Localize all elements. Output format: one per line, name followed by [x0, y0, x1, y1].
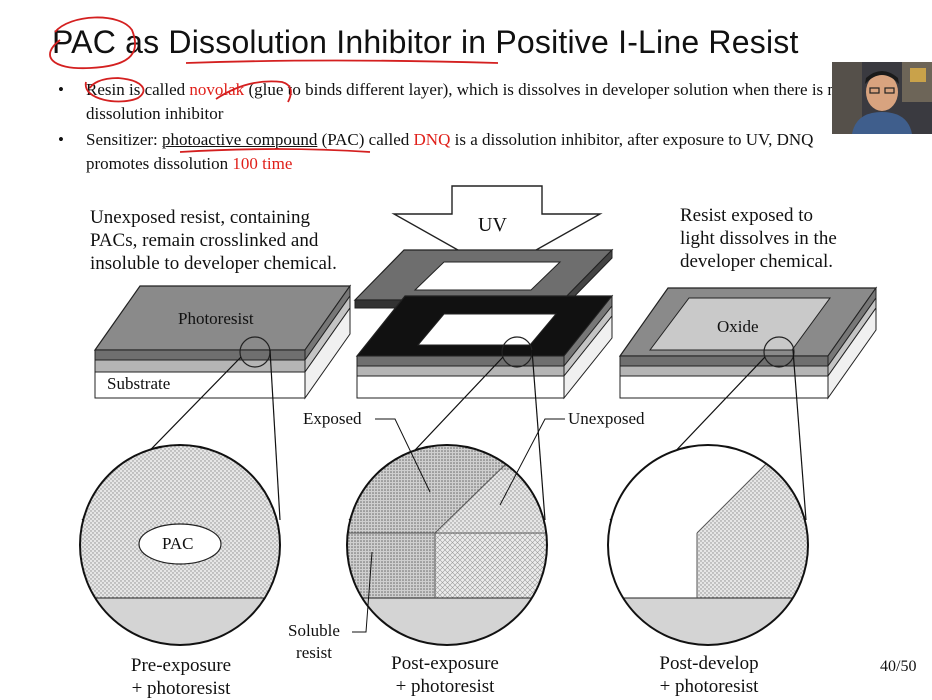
stage-post-develop: Post-develop + photoresist: [634, 652, 784, 698]
substrate-label: Substrate: [107, 374, 171, 393]
bullet-text: Resin is called novolak (glue to binds d…: [86, 78, 878, 126]
bullet-list: • Resin is called novolak (glue to binds…: [58, 78, 878, 178]
stage-pre-exposure-text: Pre-exposure + photoresist: [130, 655, 232, 699]
caption-exposed: Resist exposed to light dissolves in the…: [680, 204, 837, 273]
page-number: 40/50: [880, 658, 917, 675]
developed-wafer: [618, 286, 878, 400]
bullet-resin: • Resin is called novolak (glue to binds…: [58, 78, 878, 126]
caption-unexposed: Unexposed resist, containing PACs, remai…: [90, 206, 337, 275]
bullet-sensitizer: • Sensitizer: photoactive compound (PAC)…: [58, 128, 878, 176]
novolak-word: novolak: [189, 80, 245, 99]
uv-arrow: [391, 185, 603, 273]
pen-annotations: [49, 16, 499, 153]
bullet-dot: •: [58, 130, 64, 149]
pac-term: photoactive compound: [162, 130, 318, 149]
zoom-circle-post-develop: [608, 445, 808, 645]
bullet-text-part: is a dissolution inhibitor, after exposu…: [86, 130, 814, 173]
photoresist-label: Photoresist: [178, 309, 254, 328]
slide-title: PAC as Dissolution Inhibitor in Positive…: [52, 24, 799, 61]
bullet-text: Sensitizer: photoactive compound (PAC) c…: [86, 128, 878, 176]
pac-label: PAC: [162, 534, 194, 553]
stage-post-develop-text: Post-develop + photoresist: [659, 653, 759, 697]
unexposed-label: Unexposed: [568, 409, 645, 428]
uv-label: UV: [478, 214, 507, 236]
title-as: as: [116, 24, 169, 60]
exposed-label: Exposed: [303, 409, 362, 428]
exposed-wafer: [355, 294, 614, 400]
hundred-time: 100 time: [232, 154, 293, 173]
title-rest: in Positive I-Line Resist: [451, 24, 799, 60]
leader-lines: [352, 418, 565, 633]
stage-post-exposure: Post-exposure + photoresist: [370, 652, 520, 698]
presenter-webcam: [832, 62, 932, 134]
caption-exposed-text: Resist exposed to light dissolves in the…: [680, 205, 837, 272]
caption-unexposed-text: Unexposed resist, containing PACs, remai…: [90, 207, 337, 274]
resin-word: Resin: [86, 80, 125, 99]
bullet-text-part: (PAC) called: [317, 130, 414, 149]
bullet-dot: •: [58, 80, 64, 99]
stage-post-exposure-text: Post-exposure + photoresist: [391, 653, 499, 697]
title-pac: PAC: [52, 24, 117, 60]
bullet-text-part: (glue to binds different layer), which i…: [86, 80, 845, 123]
unexposed-wafer: [93, 284, 352, 400]
pac-blob: [138, 523, 222, 565]
oxide-label: Oxide: [717, 317, 759, 336]
dnq-word: DNQ: [413, 130, 451, 149]
title-dissolution-inhibitor: Dissolution Inhibitor: [168, 24, 452, 60]
bullet-text-part: Sensitizer:: [86, 130, 163, 149]
stage-pre-exposure: Pre-exposure + photoresist: [106, 654, 256, 700]
soluble-resist-label: Soluble resist: [288, 621, 340, 662]
presenter-image: [832, 62, 932, 134]
